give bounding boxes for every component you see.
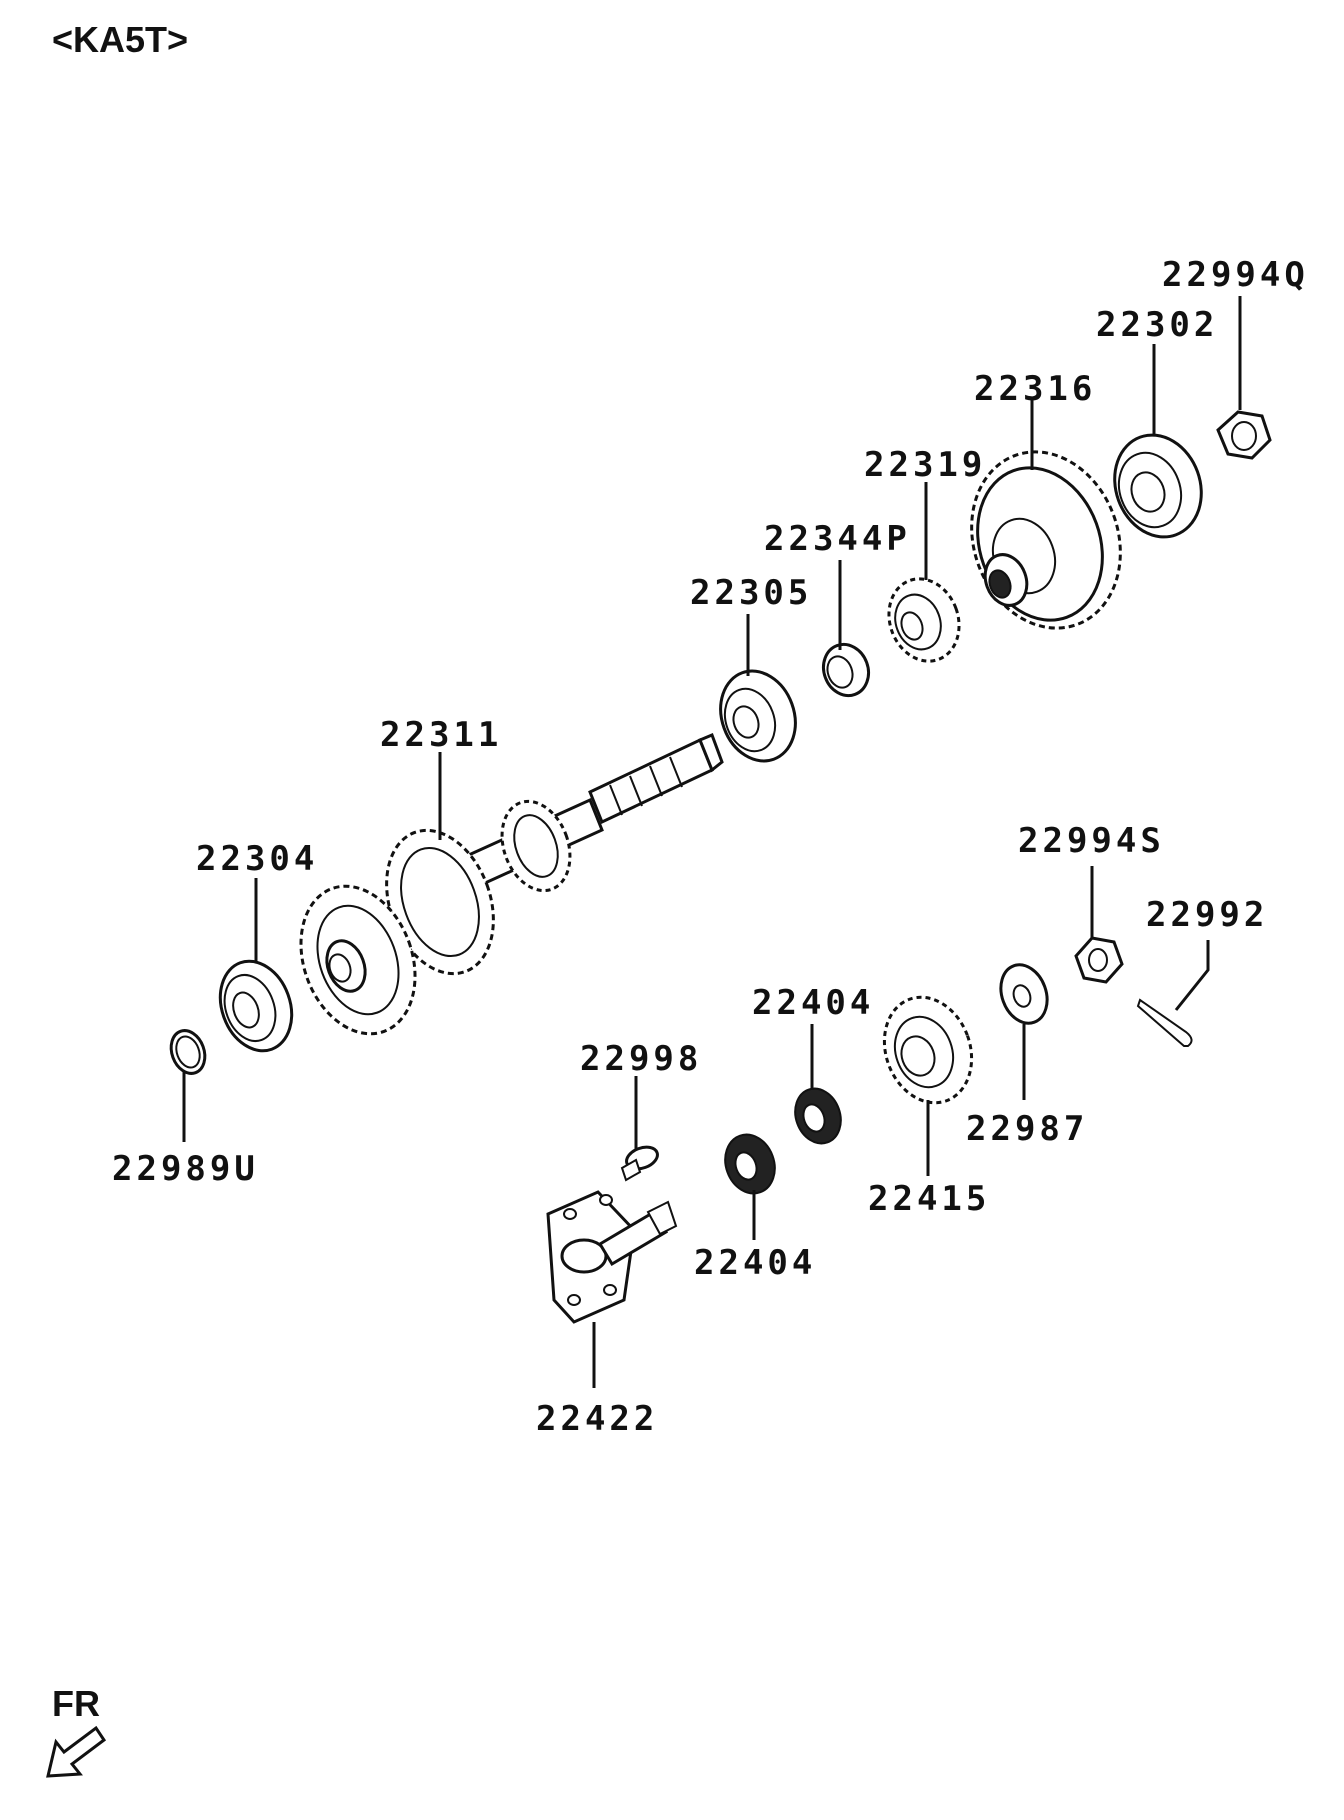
- bolt-22998-drawing: [620, 1145, 659, 1182]
- nut-22994Q-drawing: [1216, 410, 1272, 460]
- label-22989U: 22989U: [112, 1149, 259, 1189]
- label-22422: 22422: [536, 1399, 658, 1439]
- label-22404-upper: 22404: [752, 983, 874, 1023]
- shaft-22311-drawing: [299, 733, 724, 1036]
- label-22987: 22987: [966, 1109, 1088, 1149]
- label-22311: 22311: [380, 715, 502, 755]
- label-22994S: 22994S: [1018, 821, 1165, 861]
- bearing-22302-drawing: [1113, 433, 1203, 539]
- label-22415: 22415: [868, 1179, 990, 1219]
- label-22998: 22998: [580, 1039, 702, 1079]
- front-direction-label: FR: [52, 1683, 100, 1724]
- label-22319: 22319: [864, 445, 986, 485]
- leader-22992: [1174, 940, 1210, 1011]
- label-22316: 22316: [974, 369, 1096, 409]
- gear-22319-drawing: [887, 577, 961, 663]
- nut-22994S-drawing: [1074, 936, 1124, 984]
- shaft-22422-drawing: [546, 1190, 678, 1324]
- needle-bearing-22404-lower-drawing: [724, 1133, 776, 1195]
- washer-22987-drawing: [999, 963, 1049, 1025]
- gear-22415-drawing: [882, 995, 974, 1105]
- diagram-title: <KA5T>: [52, 19, 188, 60]
- label-22994Q: 22994Q: [1162, 255, 1309, 295]
- front-direction-arrow-icon: [46, 1725, 107, 1778]
- label-22304: 22304: [196, 839, 318, 879]
- label-22992: 22992: [1146, 895, 1268, 935]
- bearing-22304-drawing: [218, 959, 294, 1053]
- gear-22316-drawing: [970, 450, 1122, 630]
- label-22344P: 22344P: [764, 519, 911, 559]
- bearing-22305-drawing: [719, 669, 797, 763]
- label-22302: 22302: [1096, 305, 1218, 345]
- label-22404-lower: 22404: [694, 1243, 816, 1283]
- collar-22344P-drawing: [821, 642, 871, 698]
- needle-bearing-22404-upper-drawing: [794, 1087, 842, 1145]
- cotter-pin-22992-drawing: [1136, 998, 1193, 1047]
- snap-ring-22989U-drawing: [169, 1029, 207, 1075]
- label-22305: 22305: [690, 573, 812, 613]
